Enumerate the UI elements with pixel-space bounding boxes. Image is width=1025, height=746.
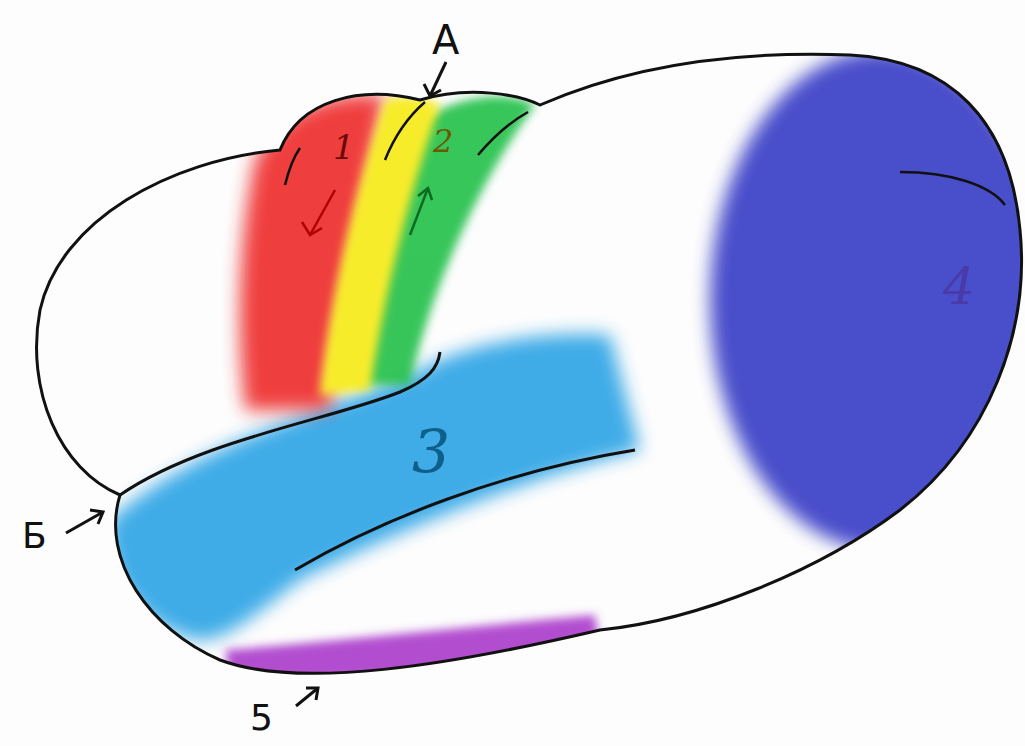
leader-arrow — [296, 688, 318, 706]
region-4 — [710, 50, 1025, 550]
sulcus — [478, 112, 528, 155]
region-5 — [225, 615, 600, 680]
callout-number: 2 — [433, 125, 453, 157]
arrow-down — [302, 190, 335, 235]
temporal-sulcus — [295, 450, 635, 570]
callout-number: А — [432, 20, 459, 60]
callout-number: 3 — [412, 422, 450, 482]
central-sulcus — [385, 102, 425, 160]
leader-arrow — [424, 62, 446, 96]
occipital-notch — [900, 172, 1005, 205]
sulcus — [285, 148, 300, 185]
leader-arrow — [66, 510, 103, 533]
callout-number: 1 — [333, 130, 355, 164]
brain-outline — [37, 54, 1022, 673]
region-2-yellow — [320, 97, 440, 395]
lateral-sulcus — [120, 352, 440, 495]
arrow-up — [410, 188, 432, 235]
callout-number: Б — [22, 518, 47, 554]
callout-number: 4 — [943, 262, 975, 312]
callout-number: 5 — [250, 700, 273, 736]
